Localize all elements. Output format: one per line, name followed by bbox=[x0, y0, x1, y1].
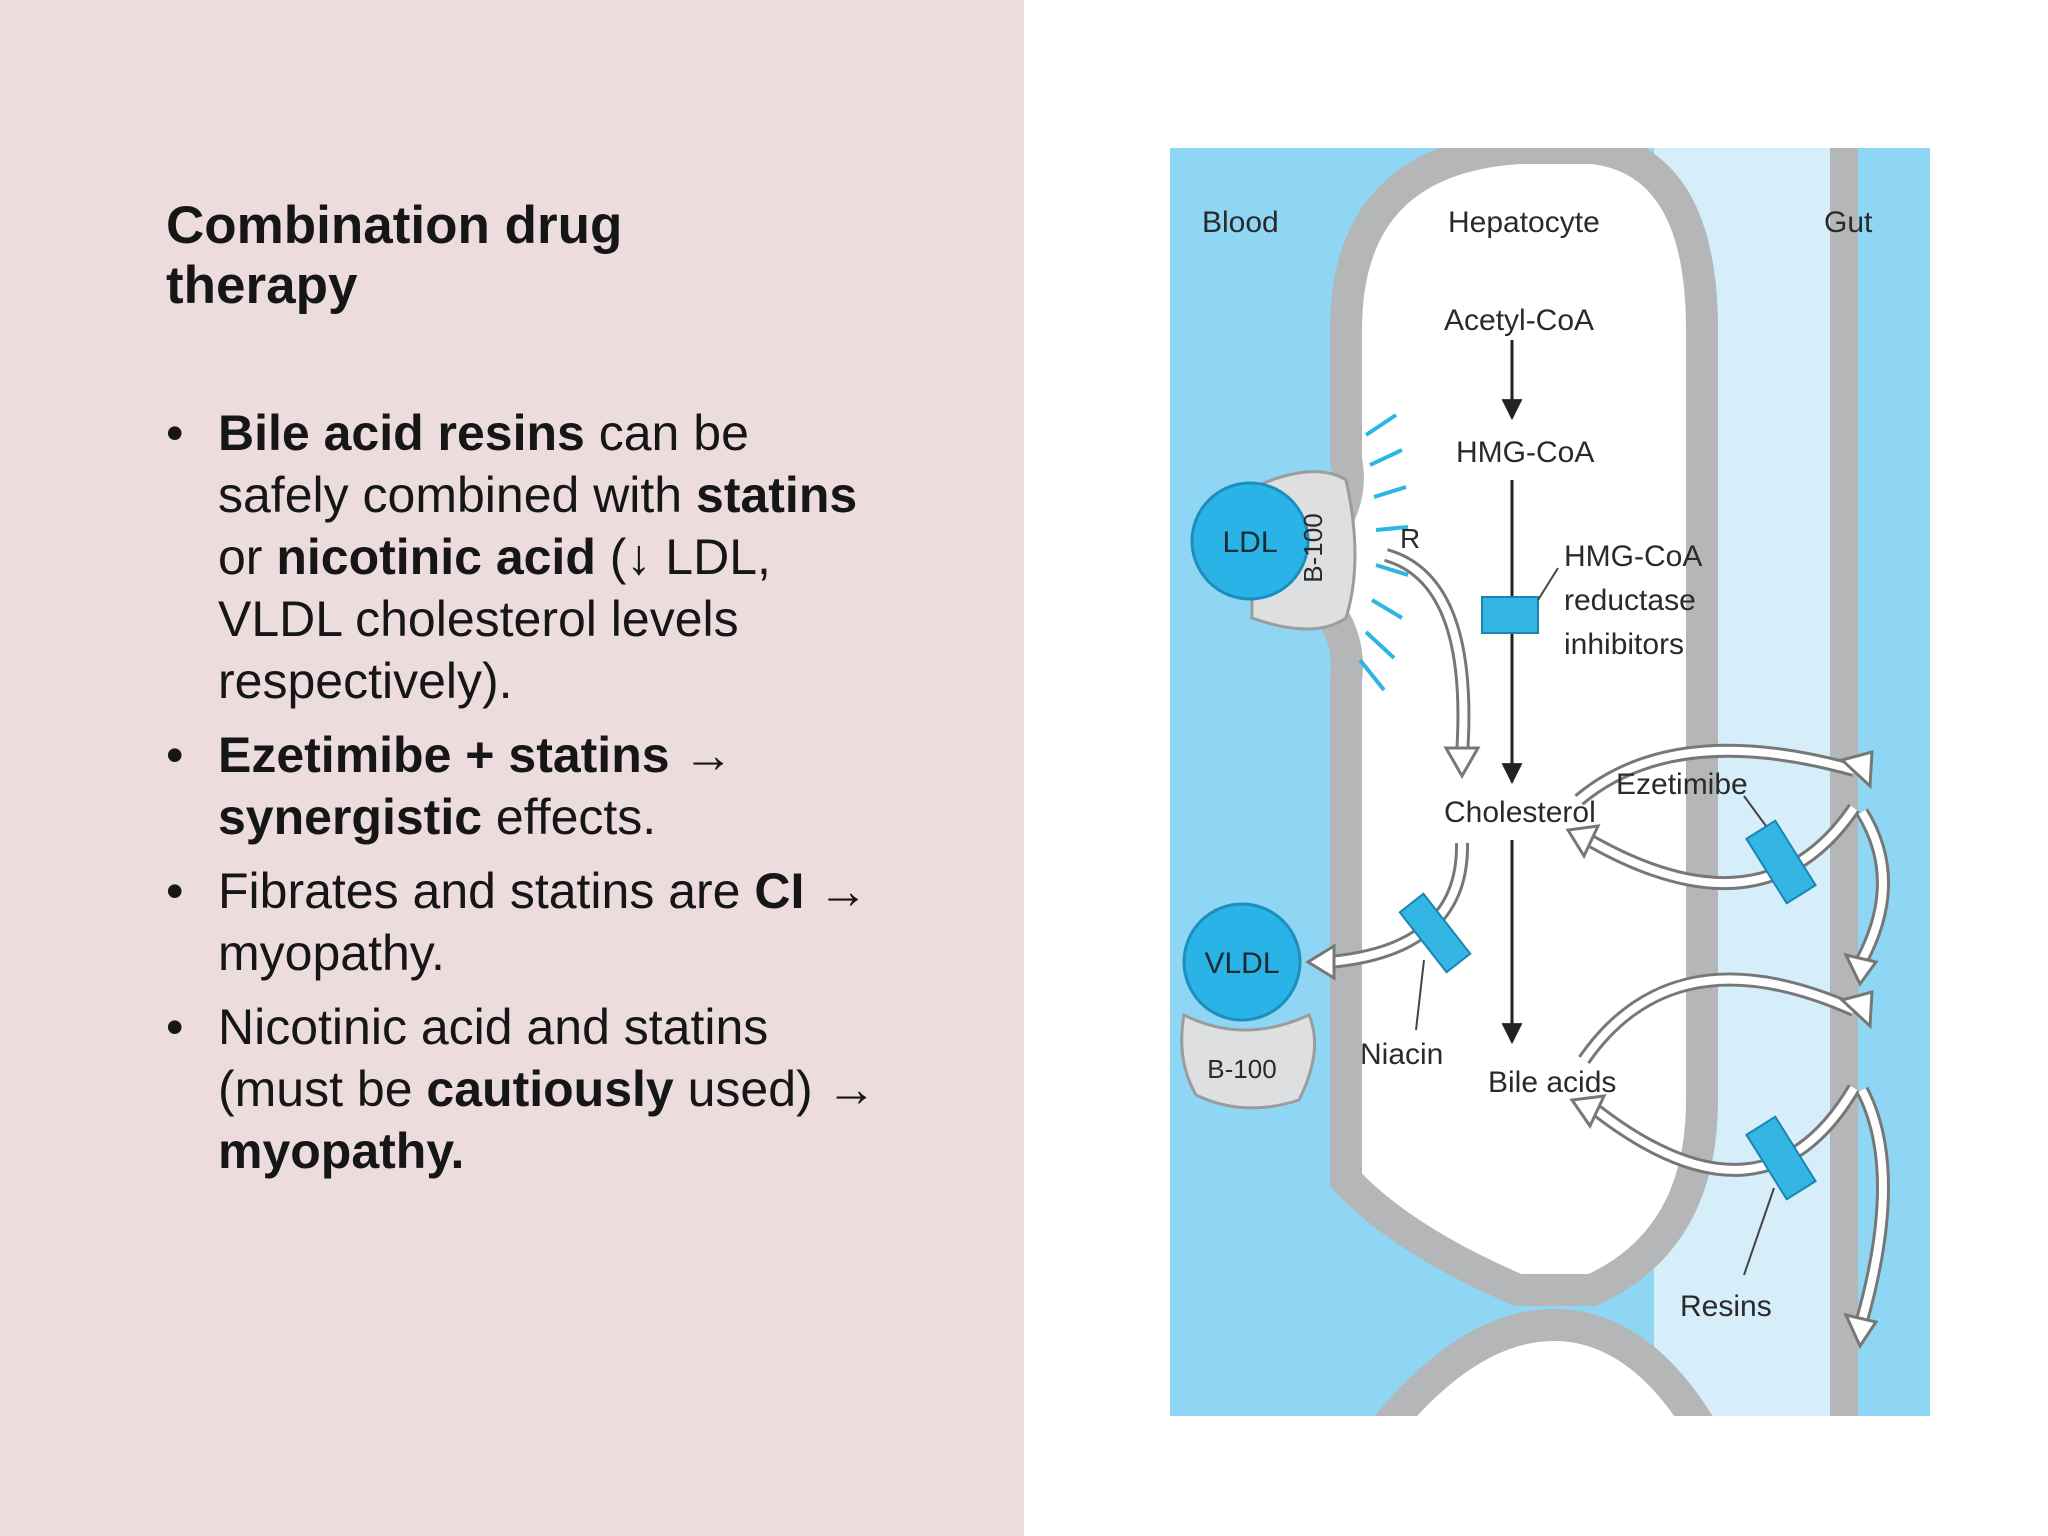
bullet-ezetimibe: Ezetimibe + statins → synergistic effect… bbox=[166, 724, 886, 848]
label-ldl: LDL bbox=[1222, 526, 1277, 559]
lipid-pathway-diagram: Blood Hepatocyte Gut Acetyl-CoA HMG-CoA … bbox=[1170, 148, 1930, 1416]
label-hmg-inhibitor-line1: HMG-CoA bbox=[1564, 540, 1702, 573]
ezetimibe-block bbox=[1745, 819, 1817, 905]
text-panel: Combination drug therapy Bile acid resin… bbox=[0, 0, 1024, 1536]
bullet-text-run: CI bbox=[754, 863, 805, 919]
bullet-text-run: Fibrates and statins are bbox=[218, 863, 755, 919]
arrowhead-vldl-secretion bbox=[1305, 943, 1336, 981]
bullet-text-run: cautiously bbox=[426, 1061, 674, 1117]
bullet-text-run: Nicotinic acid and statins (must be bbox=[218, 999, 769, 1117]
label-acetyl-coa: Acetyl-CoA bbox=[1444, 304, 1594, 337]
bullet-text-run: nicotinic acid bbox=[276, 529, 596, 585]
hepatocyte-membrane bbox=[1269, 148, 1718, 1306]
bullet-text-run: myopathy. bbox=[218, 1123, 465, 1179]
bullet-text-run: effects. bbox=[482, 789, 657, 845]
bullet-text-run: can be safely combined with bbox=[218, 405, 749, 523]
lower-cell-membrane bbox=[1374, 1308, 1713, 1416]
slide-title: Combination drug therapy bbox=[166, 196, 623, 315]
bullet-text-run: used) → bbox=[673, 1061, 877, 1117]
label-hmg-coa: HMG-CoA bbox=[1456, 436, 1594, 469]
bullet-list: Bile acid resins can be safely combined … bbox=[166, 402, 886, 1194]
resins-pointer bbox=[1743, 1187, 1775, 1276]
label-vldl: VLDL bbox=[1204, 947, 1279, 980]
bullet-fibrates: Fibrates and statins are CI → myopathy. bbox=[166, 860, 886, 984]
label-hmg-inhibitor-line2: reductase bbox=[1564, 584, 1696, 617]
vldl-particle bbox=[1182, 902, 1302, 1022]
arrowhead-bile-to-gut bbox=[1838, 990, 1874, 1030]
bullet-text-run: (↓ LDL, VLDL cholesterol levels respecti… bbox=[218, 529, 771, 709]
hmg-inhibitor-pointer bbox=[1537, 567, 1559, 601]
arrowhead-cholesterol-to-gut bbox=[1838, 750, 1874, 790]
label-bile-acids: Bile acids bbox=[1488, 1066, 1616, 1099]
label-resins: Resins bbox=[1680, 1290, 1772, 1323]
ezetimibe-pointer bbox=[1743, 795, 1767, 827]
bullet-text-run: → myopathy. bbox=[218, 863, 869, 981]
arrowhead-ldl-uptake bbox=[1443, 746, 1481, 780]
bullet-text-run: Bile acid resins bbox=[218, 405, 585, 461]
niacin-pointer bbox=[1415, 959, 1425, 1031]
arrowhead-bile-reabsorption bbox=[1569, 1094, 1607, 1130]
ldl-particle bbox=[1190, 481, 1310, 601]
bullet-text-run: Ezetimibe + statins → synergistic bbox=[218, 727, 734, 845]
label-cholesterol: Cholesterol bbox=[1444, 796, 1596, 829]
bullet-resins: Bile acid resins can be safely combined … bbox=[166, 402, 886, 712]
gut-wall bbox=[1830, 148, 1858, 1416]
vldl-b100-cap bbox=[1180, 1012, 1317, 1110]
label-hepatocyte: Hepatocyte bbox=[1448, 206, 1600, 239]
ldl-receptor-lines bbox=[1358, 413, 1409, 692]
label-receptor: R bbox=[1400, 523, 1420, 554]
bullet-nicotinic: Nicotinic acid and statins (must be caut… bbox=[166, 996, 886, 1182]
label-gut: Gut bbox=[1824, 206, 1873, 239]
bullet-text-run: or bbox=[218, 529, 277, 585]
arrowhead-cholesterol-reabsorption bbox=[1565, 824, 1601, 860]
label-ezetimibe: Ezetimibe bbox=[1616, 768, 1748, 801]
label-niacin: Niacin bbox=[1360, 1038, 1443, 1071]
label-hmg-inhibitor-line3: inhibitors bbox=[1564, 628, 1684, 661]
bullet-text-run: statins bbox=[696, 467, 858, 523]
label-b100-vldl: B-100 bbox=[1207, 1054, 1276, 1084]
arrowhead-gut-bile-excretion bbox=[1843, 1312, 1879, 1350]
hmg-reductase-inhibitor-block bbox=[1481, 596, 1539, 634]
diagram-panel: Blood Hepatocyte Gut Acetyl-CoA HMG-CoA … bbox=[1024, 0, 2048, 1536]
resins-block bbox=[1745, 1115, 1817, 1201]
arrowhead-gut-cholesterol-excretion bbox=[1843, 952, 1879, 987]
niacin-block bbox=[1398, 892, 1472, 974]
label-blood: Blood bbox=[1202, 206, 1279, 239]
label-b100-ldl: B-100 bbox=[1298, 513, 1328, 582]
